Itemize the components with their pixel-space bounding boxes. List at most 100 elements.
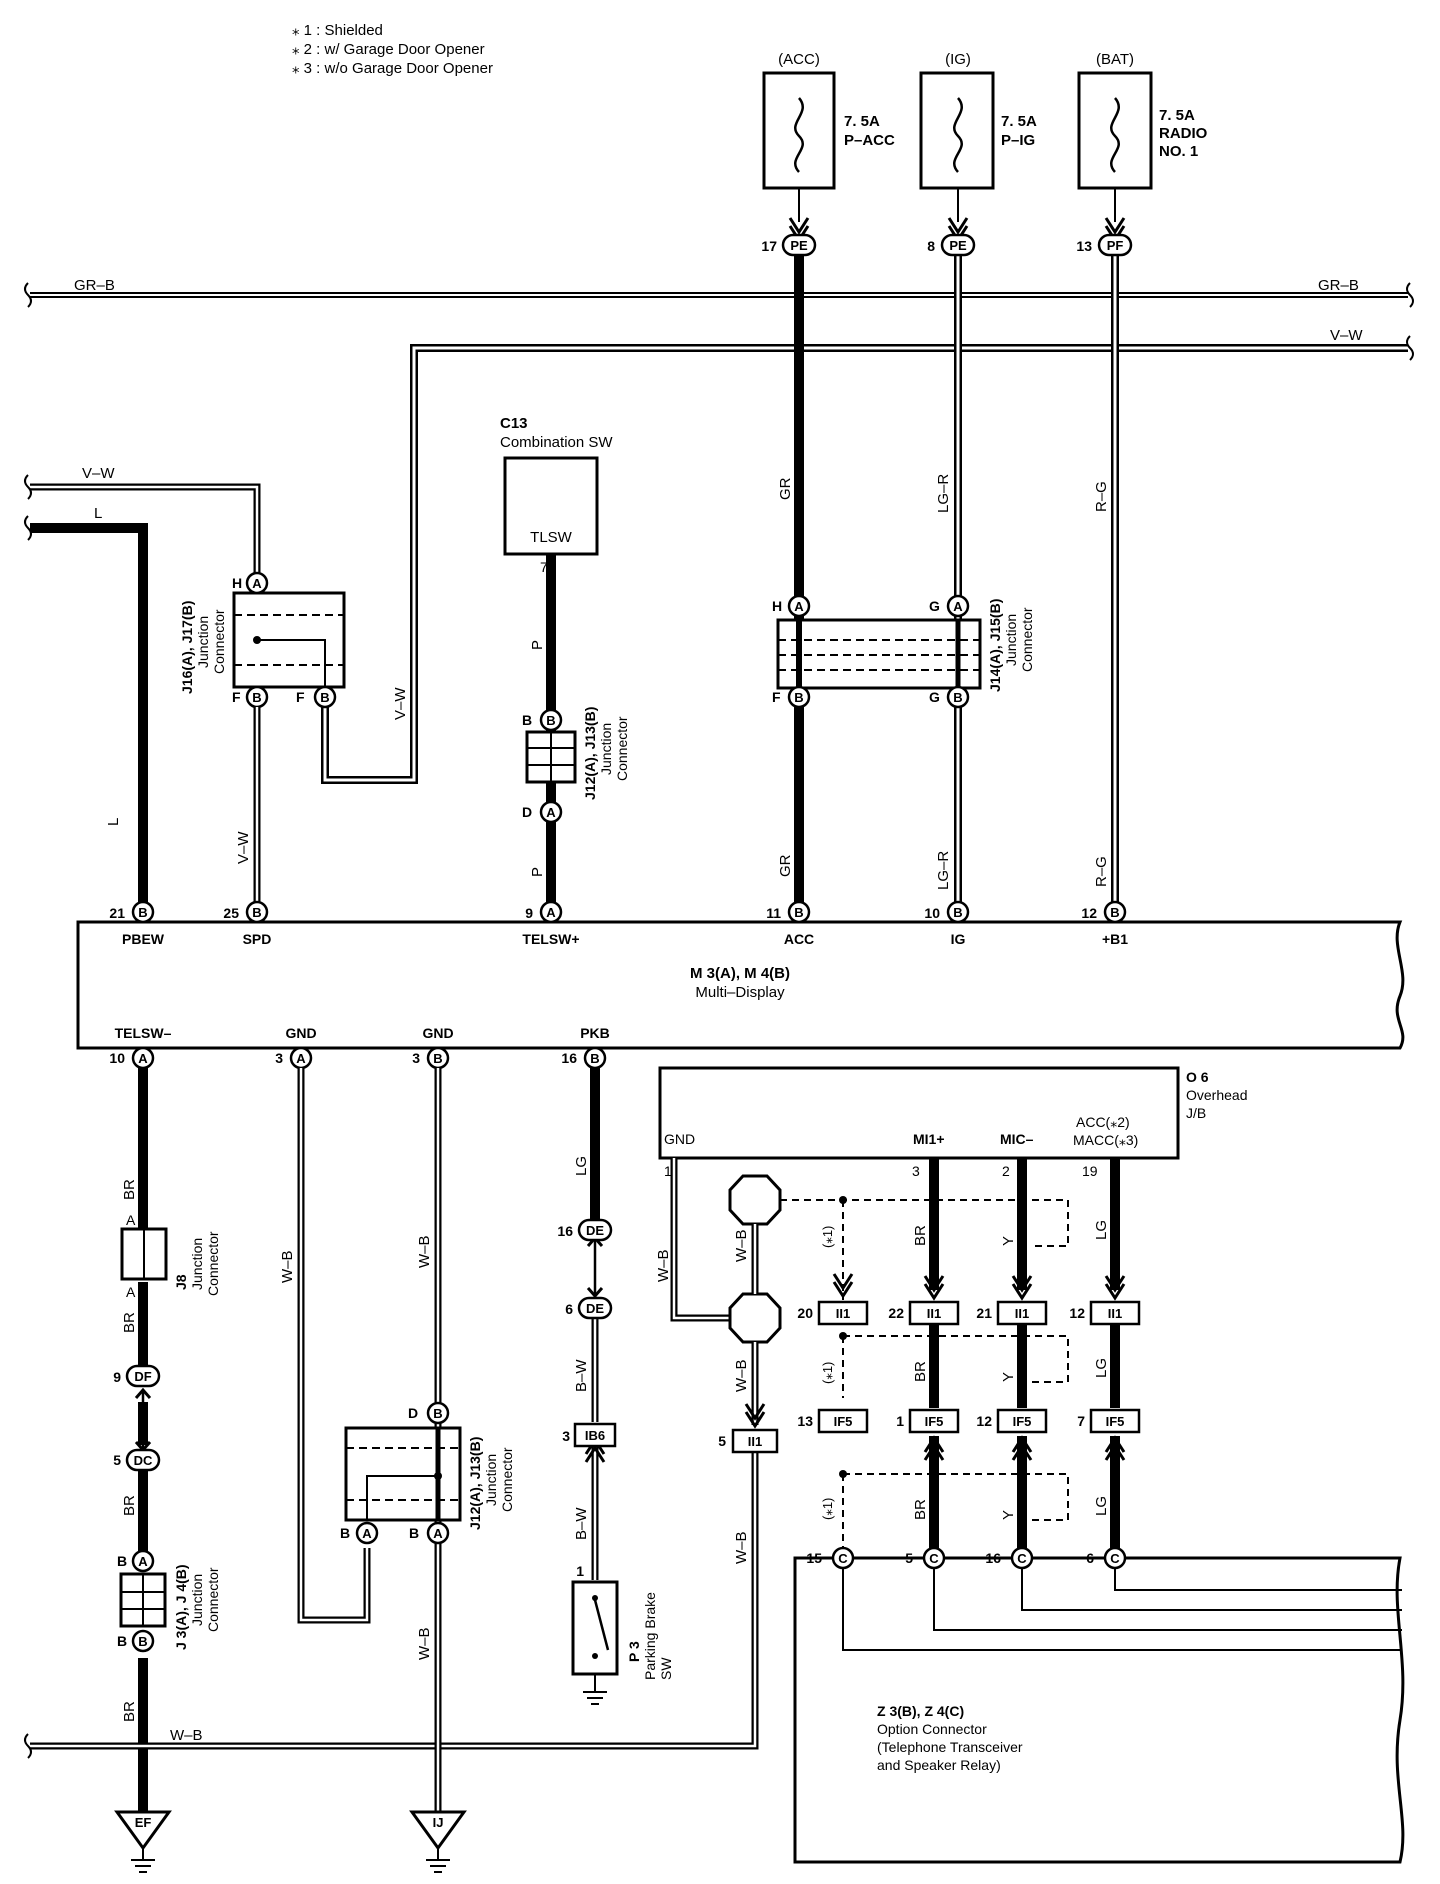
j12-bottom-connector-a2-label: A (433, 1526, 443, 1541)
md-pin-gnd-a-name: GND (285, 1025, 316, 1041)
wire-gr-label-1: GR (777, 477, 794, 500)
multi-display-code: M 3(A), M 4(B) (690, 965, 790, 982)
md-pin-ig-no: 10 (924, 905, 940, 921)
j12-bottom-line2: Connector (499, 1447, 515, 1512)
c13-pin-no: 7 (540, 559, 548, 575)
wire-lg-acc-label-1: LG (1093, 1220, 1110, 1240)
bus-w-b-bottom-label: W–B (170, 1727, 203, 1744)
fuse-output-connectors: 17 PE 8 PE 13 PF (761, 233, 1133, 257)
note-without-garage-door-opener: ⁎ 3 : w/o Garage Door Opener (292, 60, 493, 77)
bus-v-w-label: V–W (1330, 327, 1363, 344)
wire-r-g-label-2: R–G (1093, 856, 1110, 887)
junction-j12-j13-bottom: D B B A B A J12(A), J13(B) Junction Conn… (340, 1401, 515, 1545)
ib6-pin-no: 3 (562, 1428, 570, 1444)
fuse-radio-no1: (BAT) 7. 5A RADIO NO. 1 (1077, 51, 1208, 190)
md-pin-gnd-b-no: 3 (412, 1050, 420, 1066)
if5-12-conn: IF5 (1013, 1414, 1032, 1429)
fuse-bat-source-label: (BAT) (1096, 51, 1134, 68)
j16-line1: Junction (195, 616, 211, 668)
overhead-gnd-pin: 1 (664, 1163, 672, 1179)
wire-lg-acc-label-3: LG (1093, 1496, 1110, 1516)
wire-spd-label: V–W (235, 831, 252, 864)
j12-bottom-code: J12(A), J13(B) (467, 1437, 483, 1530)
j3-pin-b2: B (117, 1633, 127, 1649)
fuse-p-ig: (IG) 7. 5A P–IG (919, 51, 1037, 190)
j12-top-pin-d: D (522, 804, 532, 820)
j16-connector-top-label: A (252, 576, 262, 591)
pe-ig-pin-no: 8 (927, 238, 935, 254)
ii1-20-no: 20 (797, 1305, 813, 1321)
md-pin-telsw-plus-conn: A (546, 905, 556, 920)
md-pin-b1-conn: B (1110, 905, 1119, 920)
pf-bat-connector-label: PF (1107, 238, 1124, 253)
j16-pin-h: H (232, 575, 242, 591)
fuse-ig-source-label: (IG) (945, 51, 971, 68)
j8-line2: Connector (205, 1231, 221, 1296)
overhead-mic-label: MIC– (1000, 1131, 1034, 1147)
ii1-gnd-connector (731, 1428, 779, 1454)
wire-br-mi-label-3: BR (912, 1499, 929, 1520)
de1-connector (577, 1218, 613, 1242)
md-pin-telsw-plus-name: TELSW+ (522, 931, 579, 947)
shield-label-2: (⁎1) (820, 1362, 835, 1384)
j16-connector-bottom-2-label: B (320, 690, 329, 705)
ii1-12-conn: II1 (1108, 1306, 1122, 1321)
overhead-mic-pin: 2 (1002, 1163, 1010, 1179)
overhead-acc-label: ACC(⁎2) (1076, 1114, 1130, 1130)
if5-12-no: 12 (976, 1413, 992, 1429)
j14-line2: Connector (1019, 607, 1035, 672)
de1-connector-label: DE (586, 1223, 604, 1238)
parking-brake-sw-code: P 3 (626, 1641, 642, 1662)
md-pin-gnd-a-no: 3 (275, 1050, 283, 1066)
j16-pin-f1: F (232, 689, 241, 705)
md-pin-acc: 11 B ACC (766, 900, 814, 947)
wire-br-mi-label-1: BR (912, 1225, 929, 1246)
c13-code: C13 (500, 415, 528, 432)
fuse-acc-rating: 7. 5A (844, 113, 880, 130)
bus-gr-b-label-right: GR–B (1318, 277, 1359, 294)
j3-connector-top-label: A (138, 1554, 148, 1569)
parking-brake-sw-line1: Parking Brake (642, 1592, 658, 1680)
wire-left-v-w-label: V–W (82, 465, 115, 482)
md-pin-pbew-conn: B (138, 905, 147, 920)
j12-top-code: J12(A), J13(B) (582, 707, 598, 800)
wire-lg-r-label-1: LG–R (935, 474, 952, 513)
pe-ig-connector (940, 233, 976, 257)
c-15-conn: C (838, 1551, 848, 1566)
md-pin-ig: 10 B IG (924, 900, 970, 947)
md-pin-acc-name: ACC (784, 931, 814, 947)
junction-j12-j13-top: B B D A J12(A), J13(B) Junction Connecto… (522, 707, 630, 824)
fuse-acc-box (762, 71, 836, 190)
overhead-mi1-label: MI1+ (913, 1131, 945, 1147)
fuse-bat-rating: 7. 5A (1159, 107, 1195, 124)
j14-pin-h: H (772, 598, 782, 614)
wire-l-label: L (105, 818, 122, 826)
j14-connector-acc-bottom (787, 685, 811, 709)
j8-code: J8 (173, 1274, 189, 1290)
j14-pin-g: G (929, 598, 940, 614)
de2-pin-no: 6 (565, 1301, 573, 1317)
wire-y-label-1: Y (1000, 1236, 1017, 1246)
option-connector-z3-z4: Z 3(B), Z 4(C) Option Connector (Telepho… (793, 1546, 1405, 1864)
wire-w-b-label-2: W–B (416, 1235, 433, 1268)
bus-gr-b: GR–B GR–B (24, 277, 1414, 308)
md-pin-gnd-b: GND 3 B (412, 1025, 454, 1070)
bus-w-b-bottom: W–B W–B (24, 1450, 759, 1759)
overhead-jb-line2: J/B (1186, 1105, 1206, 1121)
wire-p-label-2: P (529, 867, 546, 877)
j12-bottom-pin-b2: B (409, 1525, 419, 1541)
option-connector-code: Z 3(B), Z 4(C) (877, 1703, 964, 1719)
wire-acc: GR GR (777, 188, 810, 912)
pe-ig-connector-label: PE (949, 238, 967, 253)
wire-br-label-2: BR (121, 1312, 138, 1333)
j12-top-line2: Connector (614, 716, 630, 781)
j3-code: J 3(A), J 4(B) (173, 1564, 189, 1650)
ground-splice-bottom-icon (728, 1292, 782, 1344)
parking-brake-sw-pin: 1 (576, 1563, 584, 1579)
md-pin-gnd-a-conn: A (296, 1051, 306, 1066)
j12-top-line1: Junction (598, 723, 614, 775)
fuse-p-acc: (ACC) 7. 5A P–ACC (762, 51, 895, 190)
j12-top-connector-b (539, 708, 563, 732)
md-pin-gnd-a: GND 3 A (275, 1025, 317, 1070)
junction-j14-j15: H A G A F B G B J14(A), J15(B) Junction … (772, 594, 1035, 709)
